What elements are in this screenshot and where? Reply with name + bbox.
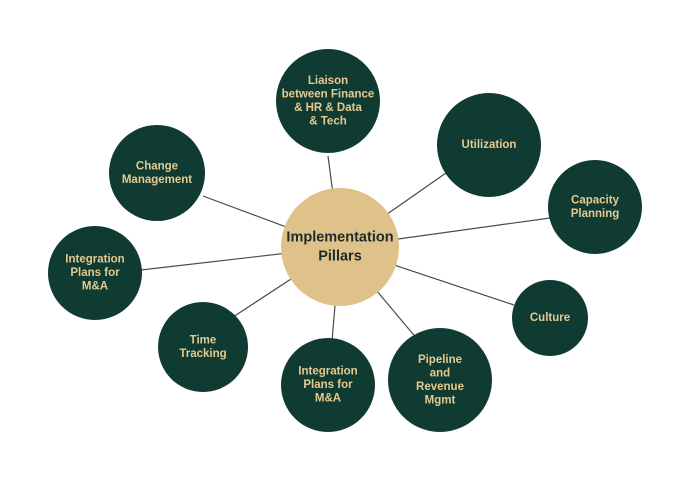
- pillar-label-line: and: [430, 367, 450, 379]
- pillar-label-line: Management: [122, 174, 192, 186]
- pillar-label-line: Liaison: [308, 75, 348, 87]
- pillar-circle: [158, 302, 248, 392]
- pillar-label-line: Culture: [530, 312, 570, 324]
- pillar-circle: [109, 125, 205, 221]
- pillar-label-line: Tracking: [179, 348, 226, 360]
- pillar-circle: [437, 93, 541, 197]
- pillar-label-line: Integration: [298, 366, 357, 378]
- pillar-label-line: Plans for: [70, 267, 120, 279]
- pillar-label-line: Revenue: [416, 381, 464, 393]
- pillar-circle: [548, 160, 642, 254]
- pillar-label-line: & HR & Data: [294, 102, 362, 114]
- hub-label-line: Implementation: [286, 230, 393, 246]
- pillar-label-line: Integration: [65, 254, 124, 266]
- hub-circle: [281, 188, 399, 306]
- pillar-label-line: Planning: [571, 208, 620, 220]
- hub-label-line: Pillars: [318, 249, 362, 265]
- pillar-label-line: Capacity: [571, 194, 620, 206]
- pillar-label-line: M&A: [82, 281, 108, 293]
- pillar-node-culture: Culture: [512, 280, 588, 356]
- pillar-circle: [281, 338, 375, 432]
- pillar-label-line: Time: [190, 334, 217, 346]
- pillar-label-line: between Finance: [282, 88, 375, 100]
- pillar-label-line: M&A: [315, 393, 341, 405]
- pillar-label-line: & Tech: [309, 115, 347, 127]
- pillar-label-line: Pipeline: [418, 354, 462, 366]
- pillar-label-line: Plans for: [303, 379, 353, 391]
- pillar-label-line: Mgmt: [425, 394, 456, 406]
- pillar-circle: [512, 280, 588, 356]
- pillar-circle: [48, 226, 142, 320]
- pillar-circle: [276, 49, 380, 153]
- pillar-label-line: Utilization: [462, 139, 517, 151]
- pillar-node-utilization: Utilization: [437, 93, 541, 197]
- pillar-circle: [388, 328, 492, 432]
- pillar-label-line: Change: [136, 160, 178, 172]
